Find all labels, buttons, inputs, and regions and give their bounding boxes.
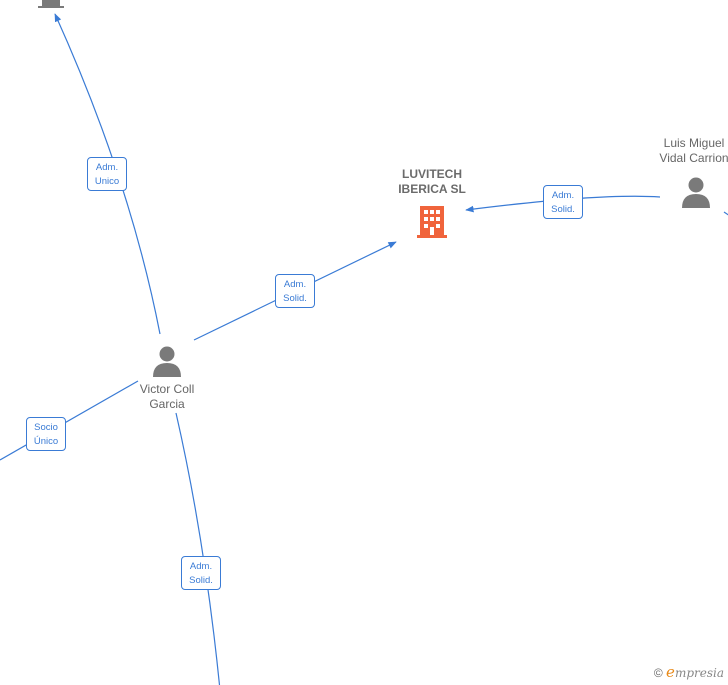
person-name-line1: Luis Miguel — [663, 136, 725, 150]
edge-label-line1: Adm. — [551, 190, 575, 201]
person-node-luis[interactable]: Luis Miguel Vidal Carrion — [652, 136, 728, 208]
edge-label-line1: Adm. — [95, 162, 119, 173]
building-icon — [38, 0, 64, 8]
person-icon — [153, 346, 181, 377]
edge-label-line2: Solid. — [551, 204, 575, 215]
edge-label-victor-top[interactable]: Adm. Unico — [87, 157, 127, 191]
edge-label-line1: Adm. — [283, 279, 307, 290]
edge-label-line1: Socio — [34, 422, 58, 433]
edge-victor-to-bottom — [175, 412, 221, 685]
copyright-symbol: © — [653, 666, 663, 680]
edge-label-line2: Solid. — [283, 293, 307, 304]
person-name-line1: Victor Coll — [139, 382, 195, 396]
person-icon — [682, 177, 710, 208]
brand-initial: e — [666, 663, 675, 681]
edge-label-luis-luvitech[interactable]: Adm. Solid. — [543, 185, 583, 219]
person-name-line2: Vidal Carrion — [659, 151, 728, 165]
edge-victor-to-left — [0, 380, 139, 461]
edge-label-line1: Adm. — [189, 561, 213, 572]
edge-label-victor-bottom[interactable]: Adm. Solid. — [181, 556, 221, 590]
edge-label-line2: Único — [33, 436, 59, 447]
company-node-luvitech[interactable]: LUVITECH IBERICA SL — [378, 167, 486, 239]
edge-label-line2: Unico — [94, 176, 120, 187]
company-node-top[interactable] — [34, 0, 68, 8]
edge-label-line2: Solid. — [189, 575, 213, 586]
person-name-line2: Garcia — [149, 397, 185, 411]
edge-label-victor-left[interactable]: Socio Único — [26, 417, 66, 451]
company-name-line1: LUVITECH — [402, 167, 462, 181]
edge-luis-offscreen — [723, 211, 728, 216]
building-icon — [417, 206, 447, 238]
empresia-watermark: © empresia — [654, 663, 724, 681]
person-node-victor[interactable]: Victor Coll Garcia — [122, 345, 212, 412]
brand-name: mpresia — [674, 666, 724, 680]
company-name-line2: IBERICA SL — [398, 182, 466, 196]
edge-label-victor-luvitech[interactable]: Adm. Solid. — [275, 274, 315, 308]
